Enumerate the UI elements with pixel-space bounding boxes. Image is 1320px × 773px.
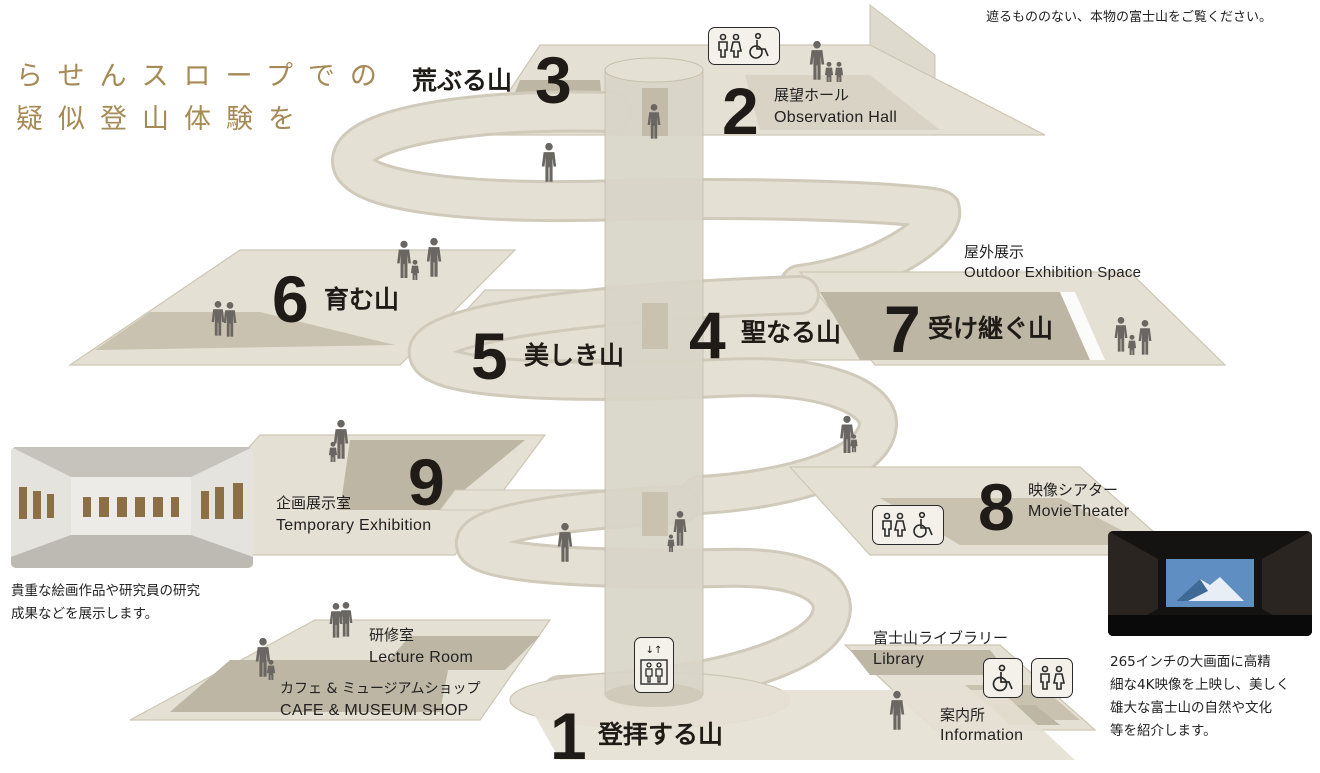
floor-6-number: 6 [272,262,309,336]
ground-floor-platform [129,619,1097,760]
movie-theater-jp: 映像シアター [1028,481,1119,499]
top-note: 遮るもののない、本物の富士山をご覧ください。 [986,10,1273,25]
gallery-note-line-2: 成果などを展示します。 [11,606,159,622]
wheelchair-icon [913,511,933,538]
temporary-exhibition-jp: 企画展示室 [276,494,352,512]
floor-4-name: 聖なる山 [741,318,842,347]
floor-3-name: 荒ぶる山 [412,66,513,95]
movie-theater-photo [1108,531,1312,636]
elevator-shaft [604,57,704,707]
floor-3-number: 3 [535,43,572,117]
lecture-room-jp: 研修室 [369,626,415,644]
outdoor-exhibition-en: Outdoor Exhibition Space [964,264,1142,281]
tagline-line-2: 疑似登山体験を [16,104,310,135]
spiral-ramp-lower [455,485,852,715]
floor-4-number: 4 [689,298,726,372]
theater-note-line-3: 雄大な富士山の自然や文化 [1110,700,1272,716]
restroom-icon [872,505,944,545]
lecture-room-en: Lecture Room [369,649,474,666]
cafe-shop-jp: カフェ & ミュージアムショップ [280,681,481,697]
floor-5-name: 美しき山 [524,341,625,370]
library-jp: 富士山ライブラリー [873,629,1009,647]
floor-6-name: 育む山 [324,285,400,314]
wheelchair-icon [749,32,769,59]
floor-7-number: 7 [884,292,921,366]
floor-5-number: 5 [471,319,508,393]
temporary-exhibition-number: 9 [408,445,445,519]
floor-7-name: 受け継ぐ山 [928,314,1054,343]
tagline-line-1: らせんスロープでの [16,61,392,92]
theater-note-line-4: 等を紹介します。 [1110,723,1217,739]
theater-note-line-2: 細な4K映像を上映し、美しく [1110,677,1290,693]
restroom-icon [708,27,780,65]
restroom-icon [1031,658,1073,698]
observation-hall-number: 2 [722,74,759,148]
movie-theater-en: MovieTheater [1028,503,1130,520]
temporary-exhibition-en: Temporary Exhibition [276,517,432,534]
outdoor-exhibition-jp: 屋外展示 [964,243,1025,261]
elevator-icon: ↓↑ [634,637,674,693]
gallery-note: 貴重な絵画作品や研究員の研究 成果などを展示します。 [11,580,200,626]
information-jp: 案内所 [940,706,986,724]
gallery-note-line-1: 貴重な絵画作品や研究員の研究 [11,583,200,599]
observation-hall-jp: 展望ホール [774,86,850,104]
floor-1-number: 1 [550,699,587,773]
floor-1-name: 登拝する山 [598,720,724,749]
wheelchair-icon [983,658,1023,698]
movie-theater-number: 8 [978,470,1015,544]
cafe-shop-en: CAFE & MUSEUM SHOP [280,702,469,719]
information-en: Information [940,727,1024,744]
theater-note: 265インチの大画面に高精 細な4K映像を上映し、美しく 雄大な富士山の自然や文… [1110,651,1289,743]
exhibition-gallery-photo [11,447,253,568]
observation-hall-en: Observation Hall [774,109,898,126]
library-en: Library [873,651,925,668]
theater-note-line-1: 265インチの大画面に高精 [1110,654,1271,670]
